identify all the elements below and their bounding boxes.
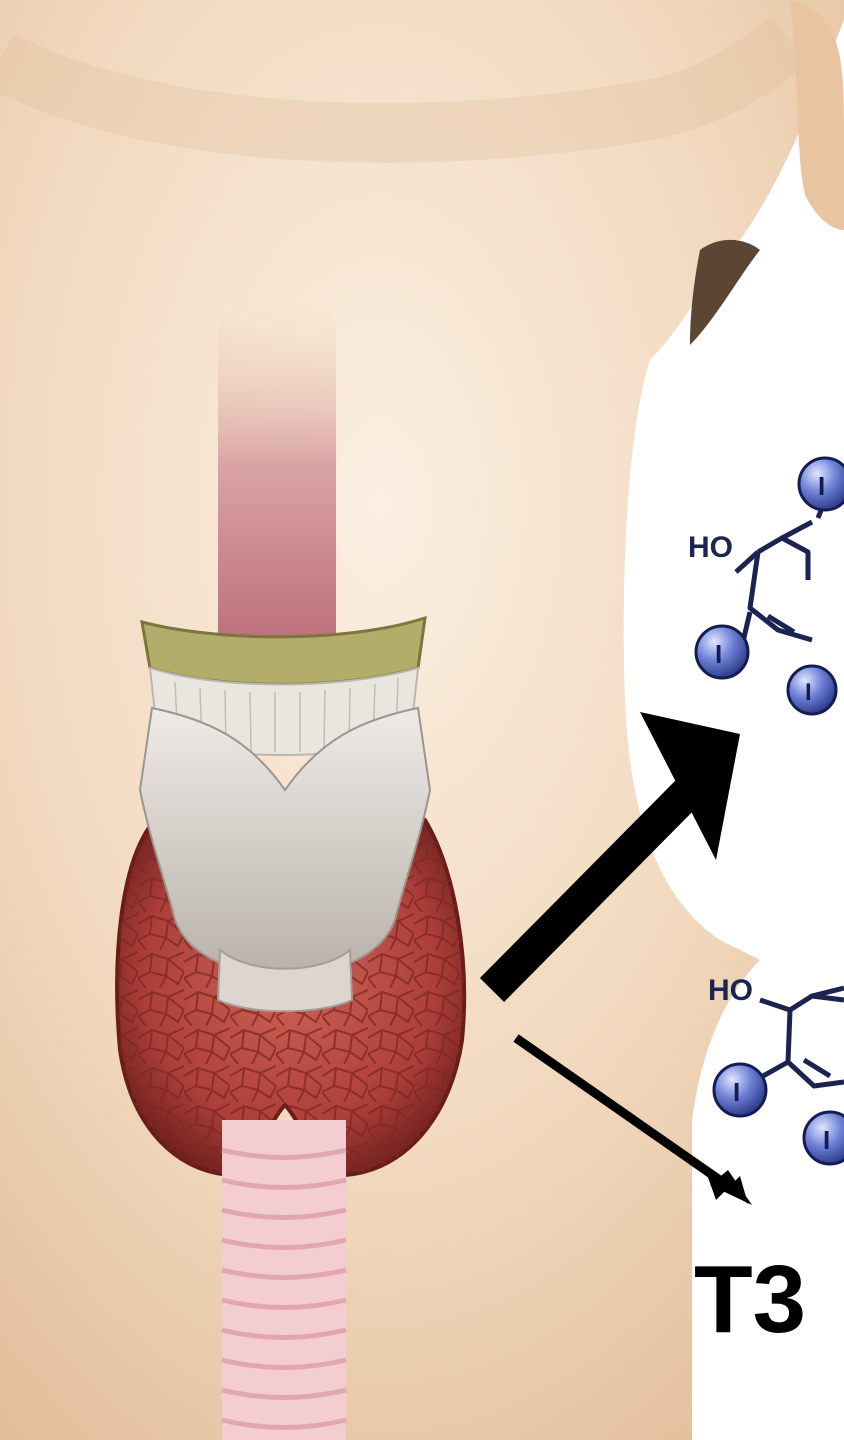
svg-text:I: I	[805, 679, 812, 706]
t3-ho-label: HO	[708, 974, 753, 1007]
trachea	[222, 1120, 346, 1440]
iodine-atom-icon: I	[714, 1064, 766, 1116]
svg-text:I: I	[715, 639, 722, 669]
t4-ho-label: HO	[688, 531, 733, 564]
iodine-atom-icon: I	[788, 666, 836, 714]
pharynx	[218, 300, 336, 670]
svg-text:I: I	[823, 1125, 830, 1155]
t3-label: T3	[694, 1246, 806, 1353]
iodine-atom-icon: I	[696, 626, 748, 678]
svg-text:I: I	[733, 1077, 740, 1107]
iodine-atom-icon: I	[804, 1112, 844, 1164]
svg-text:I: I	[818, 471, 825, 501]
iodine-atom-icon: I	[799, 458, 844, 510]
